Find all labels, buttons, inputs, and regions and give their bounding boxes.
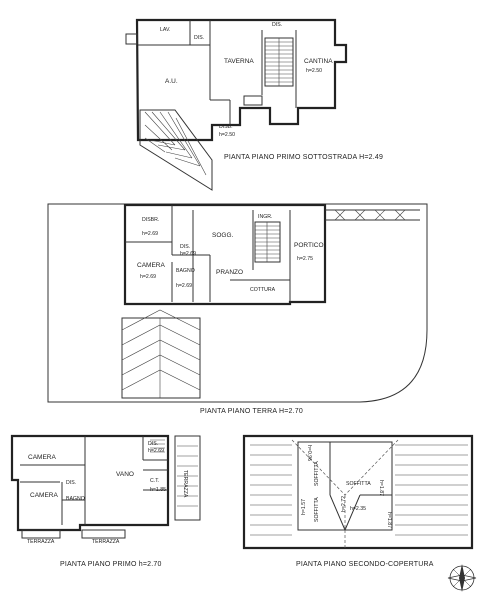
lot-boundary <box>47 203 428 403</box>
basement-fixture <box>243 95 263 106</box>
plan-attic-caption: PIANTA PIANO SECONDO-COPERTURA <box>296 561 434 568</box>
first-bottom-terraces <box>21 529 126 539</box>
room-label-disbr-h: h=2.69 <box>142 231 158 237</box>
attic-ridge-lines <box>291 439 399 548</box>
room-label-soffitta2: SOFFITTA <box>314 497 320 522</box>
room-label-bagno: BAGNO <box>66 496 85 502</box>
first-side-terrace <box>174 435 201 521</box>
room-label-h5: h=1.57 <box>301 499 307 515</box>
basement-bump <box>125 33 138 45</box>
room-label-cantina: CANTINA <box>304 58 333 65</box>
room-label-disbr: DISBR. <box>142 217 159 223</box>
room-label-h3: h=2.35 <box>350 506 366 512</box>
ground-partitions <box>125 205 291 302</box>
room-label-dis-right: DIS. <box>148 441 158 447</box>
first-side-terrace-hatch <box>177 445 198 507</box>
room-label-cottura: COTTURA <box>250 287 276 293</box>
plan-basement: LAV. DIS. DIS. TAVERNA CANTINA h=2.50 A.… <box>125 18 383 191</box>
room-label-cantina-h: h=2.50 <box>306 68 322 74</box>
plan-first: CAMERA CAMERA DIS. BAGNO VANO DIS. h=2.6… <box>10 434 201 568</box>
room-label-h1: h=1.87 <box>378 480 384 496</box>
room-label-vano: VANO <box>116 471 134 478</box>
room-label-pranzo: PRANZO <box>216 269 243 276</box>
basement-ramp <box>139 109 213 191</box>
basement-partitions <box>138 20 297 125</box>
room-label-dis-left: DIS. <box>194 35 204 41</box>
room-label-bagno: BAGNO <box>176 268 195 274</box>
plan-basement-caption: PIANTA PIANO PRIMO SOTTOSTRADA H=2.49 <box>224 154 383 161</box>
room-label-disb-h: h=2.50 <box>219 132 235 138</box>
attic-roof-hatch-right <box>395 444 468 536</box>
attic-soffitta-area <box>297 441 393 531</box>
room-label-soffitta3: SOFFITTA <box>346 481 371 487</box>
room-label-camera2: CAMERA <box>30 492 58 499</box>
plan-attic: h=0.96 SOFFITTA SOFFITTA SOFFITTA h=1.87… <box>242 434 474 568</box>
attic-outline <box>242 434 474 550</box>
plan-first-caption: PIANTA PIANO PRIMO h=2.70 <box>60 561 162 568</box>
room-label-ingr: INGR. <box>258 214 272 220</box>
room-label-soffitta1: SOFFITTA <box>314 461 320 486</box>
room-label-portico-h: h=2.75 <box>297 256 313 262</box>
room-label-h4: h=1.87 <box>386 512 392 528</box>
room-label-dis: DIS. <box>66 480 76 486</box>
basement-stairs <box>264 37 294 87</box>
room-label-h2: h=2.72 <box>341 496 347 512</box>
ground-terrace-hatch <box>334 209 406 221</box>
first-partitions <box>20 436 168 525</box>
room-label-dis-right-h: h=2.69 <box>148 448 164 454</box>
room-label-dis-top: DIS. <box>272 22 282 28</box>
room-label-portico: PORTICO <box>294 242 324 249</box>
basement-outline <box>135 18 348 142</box>
room-label-camera1: CAMERA <box>28 454 56 461</box>
first-stairs <box>150 439 165 453</box>
room-label-sogg: SOGG. <box>212 232 234 239</box>
room-label-disb: DISB. <box>219 124 233 130</box>
room-label-terrazza-side: TERRAZZA <box>182 470 188 498</box>
attic-roof-hatch-left <box>250 444 292 536</box>
room-label-ct-h: h=1.85 <box>150 487 166 493</box>
plan-ground-caption: PIANTA PIANO TERRA H=2.70 <box>200 408 303 415</box>
plan-ground: DISBR. h=2.69 SOGG. INGR. PORTICO h=2.75… <box>47 203 428 415</box>
room-label-h-top: h=0.96 <box>306 445 312 461</box>
room-label-au: A.U. <box>165 78 178 85</box>
room-label-terrazza2: TERRAZZA <box>92 539 120 545</box>
room-label-terrazza1: TERRAZZA <box>27 539 55 545</box>
ground-stairs <box>254 221 281 263</box>
room-label-taverna: TAVERNA <box>224 58 254 65</box>
ground-terrace-rail <box>325 209 420 221</box>
room-label-dis-h: h=2.69 <box>180 251 196 257</box>
ground-ramp <box>121 309 201 399</box>
room-label-camera-h: h=2.69 <box>140 274 156 280</box>
room-label-dis: DIS. <box>180 244 190 250</box>
first-outline <box>10 434 170 532</box>
attic-partitions <box>329 442 392 531</box>
room-label-camera: CAMERA <box>137 262 165 269</box>
room-label-lav: LAV. <box>160 27 170 33</box>
room-label-ct: C.T. <box>150 478 159 484</box>
room-label-bagno-h: h=2.69 <box>176 283 192 289</box>
compass-rose-icon <box>447 564 477 592</box>
